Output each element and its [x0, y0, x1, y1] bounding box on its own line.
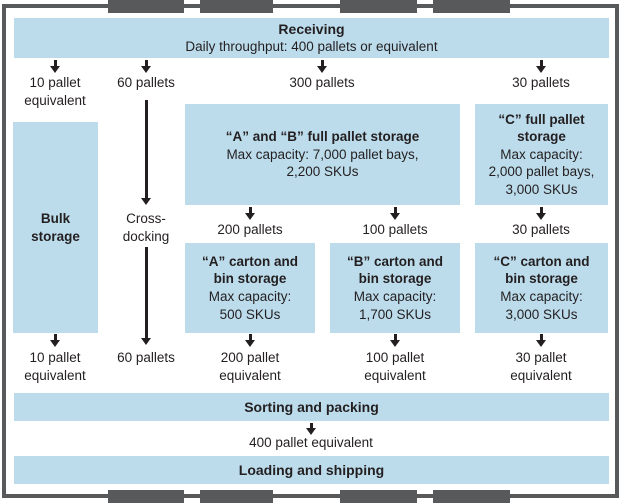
down-arrow-icon [536, 207, 546, 220]
a-carton-bin-title: “A” carton and bin storage [201, 253, 298, 287]
dock-door-bottom-1 [108, 490, 184, 503]
down-arrow-icon [141, 60, 151, 73]
outflow-label-crossdock: 60 pallets [117, 350, 175, 365]
bulk-storage-box: Bulk storage [13, 122, 98, 333]
c-carton-bin-capacity: Max capacity: 3,000 SKUs [500, 289, 583, 322]
down-arrow-icon [245, 334, 255, 347]
outflow-label-b: 100 pallet equivalent [364, 350, 426, 383]
outflow-label-a: 200 pallet equivalent [219, 350, 281, 383]
bulk-storage-title: Bulk storage [31, 210, 80, 244]
down-arrow-icon [245, 207, 255, 220]
ab-full-pallet-capacity: Max capacity: 7,000 pallet bays, 2,200 S… [226, 146, 419, 180]
outflow-label-c: 30 pallet equivalent [510, 350, 572, 383]
loading-shipping-title: Loading and shipping [238, 461, 385, 478]
inflow-label-c-full: 30 pallets [512, 75, 570, 90]
c-carton-bin-title: “C” carton and bin storage [493, 253, 590, 287]
down-arrow-icon [536, 60, 546, 73]
midflow-label-c: 30 pallets [512, 222, 570, 237]
midflow-label-b: 100 pallets [362, 222, 428, 237]
a-carton-bin-storage-box: “A” carton and bin storage Max capacity:… [185, 243, 315, 333]
receiving-box: Receiving Daily throughput: 400 pallets … [14, 18, 609, 58]
dock-door-top-2 [200, 0, 273, 13]
down-arrow-icon [317, 60, 327, 73]
dock-door-bottom-2 [200, 490, 273, 503]
down-arrow-icon [306, 423, 316, 435]
final-flow-label: 400 pallet equivalent [249, 435, 373, 450]
dock-door-top-1 [108, 0, 184, 13]
dock-door-bottom-3 [340, 490, 417, 503]
down-arrow-icon [50, 334, 60, 347]
outflow-label-bulk: 10 pallet equivalent [24, 350, 86, 383]
dock-door-top-3 [340, 0, 417, 13]
b-carton-bin-storage-box: “B” carton and bin storage Max capacity:… [330, 243, 460, 333]
loading-shipping-box: Loading and shipping [14, 456, 609, 484]
c-full-pallet-title: “C” full pallet storage [498, 111, 585, 145]
b-carton-bin-capacity: Max capacity: 1,700 SKUs [353, 289, 437, 322]
a-carton-bin-capacity: Max capacity: 500 SKUs [208, 289, 292, 322]
midflow-label-a: 200 pallets [217, 222, 283, 237]
inflow-label-bulk: 10 pallet equivalent [24, 75, 86, 108]
cross-docking-label: Cross- docking [122, 211, 170, 244]
sorting-packing-box: Sorting and packing [14, 393, 609, 421]
inflow-label-full-pallet: 300 pallets [289, 75, 355, 90]
c-full-pallet-capacity: Max capacity: 2,000 pallet bays, 3,000 S… [488, 146, 595, 197]
dock-door-bottom-4 [433, 490, 510, 503]
warehouse-wall [2, 4, 619, 498]
down-arrow-icon [141, 247, 151, 345]
sorting-packing-title: Sorting and packing [244, 398, 379, 415]
down-arrow-icon [50, 60, 60, 73]
dock-door-top-4 [433, 0, 510, 13]
inflow-label-crossdock: 60 pallets [117, 75, 175, 90]
down-arrow-icon [390, 334, 400, 347]
down-arrow-icon [141, 100, 151, 205]
b-carton-bin-title: “B” carton and bin storage [346, 253, 443, 287]
ab-full-pallet-title: “A” and “B” full pallet storage [225, 129, 420, 145]
ab-full-pallet-storage-box: “A” and “B” full pallet storage Max capa… [185, 104, 460, 205]
receiving-title: Receiving [278, 21, 345, 38]
receiving-throughput: Daily throughput: 400 pallets or equival… [185, 39, 438, 55]
down-arrow-icon [390, 207, 400, 220]
c-carton-bin-storage-box: “C” carton and bin storage Max capacity:… [475, 243, 608, 333]
down-arrow-icon [536, 334, 546, 347]
c-full-pallet-storage-box: “C” full pallet storage Max capacity: 2,… [475, 104, 608, 205]
